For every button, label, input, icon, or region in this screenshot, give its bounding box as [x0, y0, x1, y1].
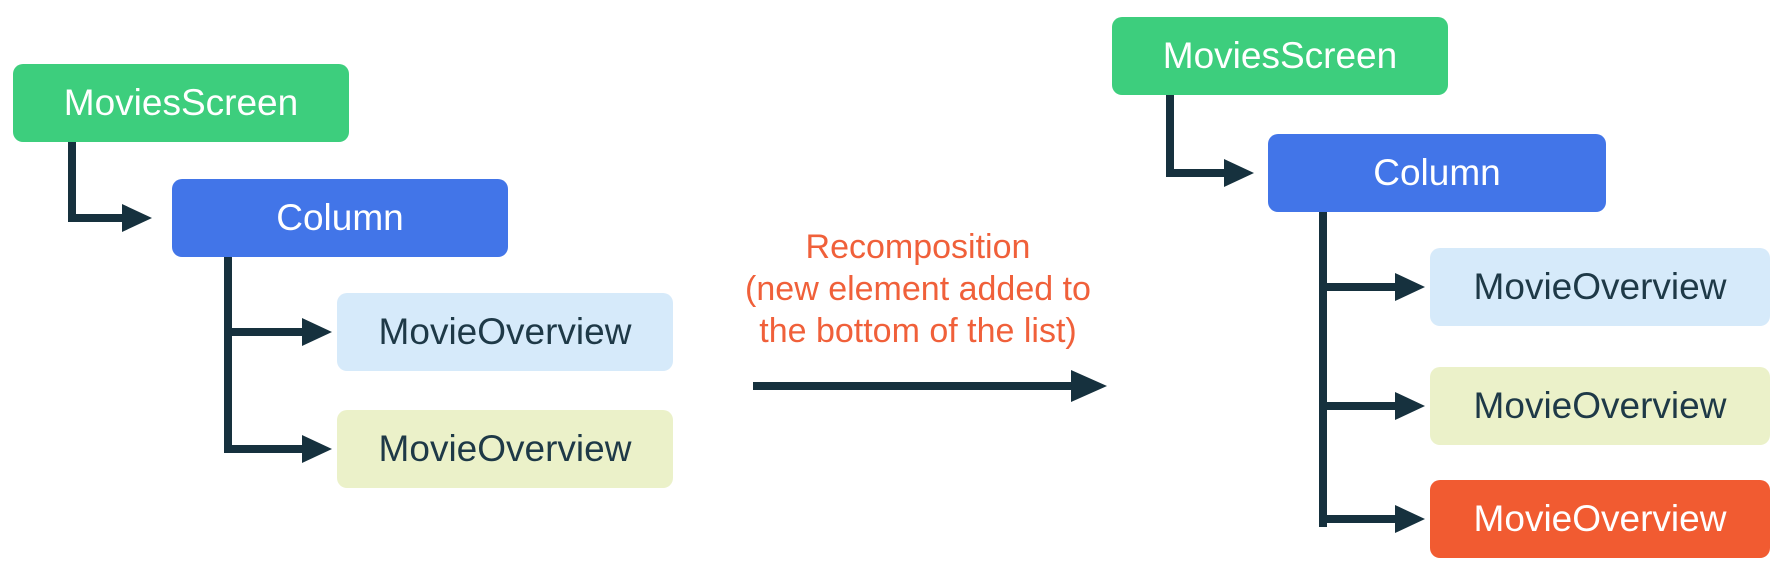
left-root-arrowhead-icon [122, 204, 152, 232]
right-movies-screen-label: MoviesScreen [1162, 35, 1398, 76]
right-movie-overview-node-3-new: MovieOverview [1430, 480, 1770, 558]
right-branch1-arrowhead-icon [1395, 273, 1425, 301]
left-branch2-line [224, 445, 304, 453]
left-movie-overview-node-2: MovieOverview [337, 410, 673, 488]
left-root-elbow-vertical-line [68, 142, 76, 222]
left-movies-screen-node: MoviesScreen [13, 64, 349, 142]
right-branch3-line [1319, 515, 1397, 523]
annotation-line-2: (new element added to [745, 270, 1091, 308]
left-root-elbow-horizontal-line [68, 214, 124, 222]
left-movies-screen-label: MoviesScreen [63, 82, 299, 123]
left-branch1-arrowhead-icon [302, 318, 332, 346]
left-movie-overview-label-1: MovieOverview [378, 311, 632, 352]
left-column-label: Column [276, 197, 404, 238]
annotation-line-1: Recomposition [805, 228, 1031, 266]
right-movie-overview-node-1: MovieOverview [1430, 248, 1770, 326]
recomposition-arrowhead-icon [1071, 370, 1107, 402]
right-movies-screen-node: MoviesScreen [1112, 17, 1448, 95]
right-branch1-line [1319, 283, 1397, 291]
left-movie-overview-label-2: MovieOverview [378, 428, 632, 469]
right-column-trunk-line [1319, 212, 1327, 527]
right-column-node: Column [1268, 134, 1606, 212]
left-movie-overview-node-1: MovieOverview [337, 293, 673, 371]
right-branch2-line [1319, 402, 1397, 410]
right-root-arrowhead-icon [1224, 159, 1254, 187]
right-root-elbow-horizontal-line [1166, 169, 1224, 177]
annotation-line-3: the bottom of the list) [759, 312, 1077, 350]
left-branch1-line [224, 328, 304, 336]
right-movie-overview-node-2: MovieOverview [1430, 367, 1770, 445]
right-branch3-arrowhead-icon [1395, 505, 1425, 533]
recomposition-arrow-shaft [753, 382, 1073, 390]
right-movie-overview-label-2: MovieOverview [1473, 385, 1727, 426]
left-column-trunk-line [224, 257, 232, 453]
right-movie-overview-label-1: MovieOverview [1473, 266, 1727, 307]
right-branch2-arrowhead-icon [1395, 392, 1425, 420]
recomposition-annotation: Recomposition (new element added to the … [718, 226, 1118, 352]
right-root-elbow-vertical-line [1166, 95, 1174, 177]
left-branch2-arrowhead-icon [302, 435, 332, 463]
right-movie-overview-label-3: MovieOverview [1473, 498, 1727, 539]
left-column-node: Column [172, 179, 508, 257]
right-column-label: Column [1373, 152, 1501, 193]
